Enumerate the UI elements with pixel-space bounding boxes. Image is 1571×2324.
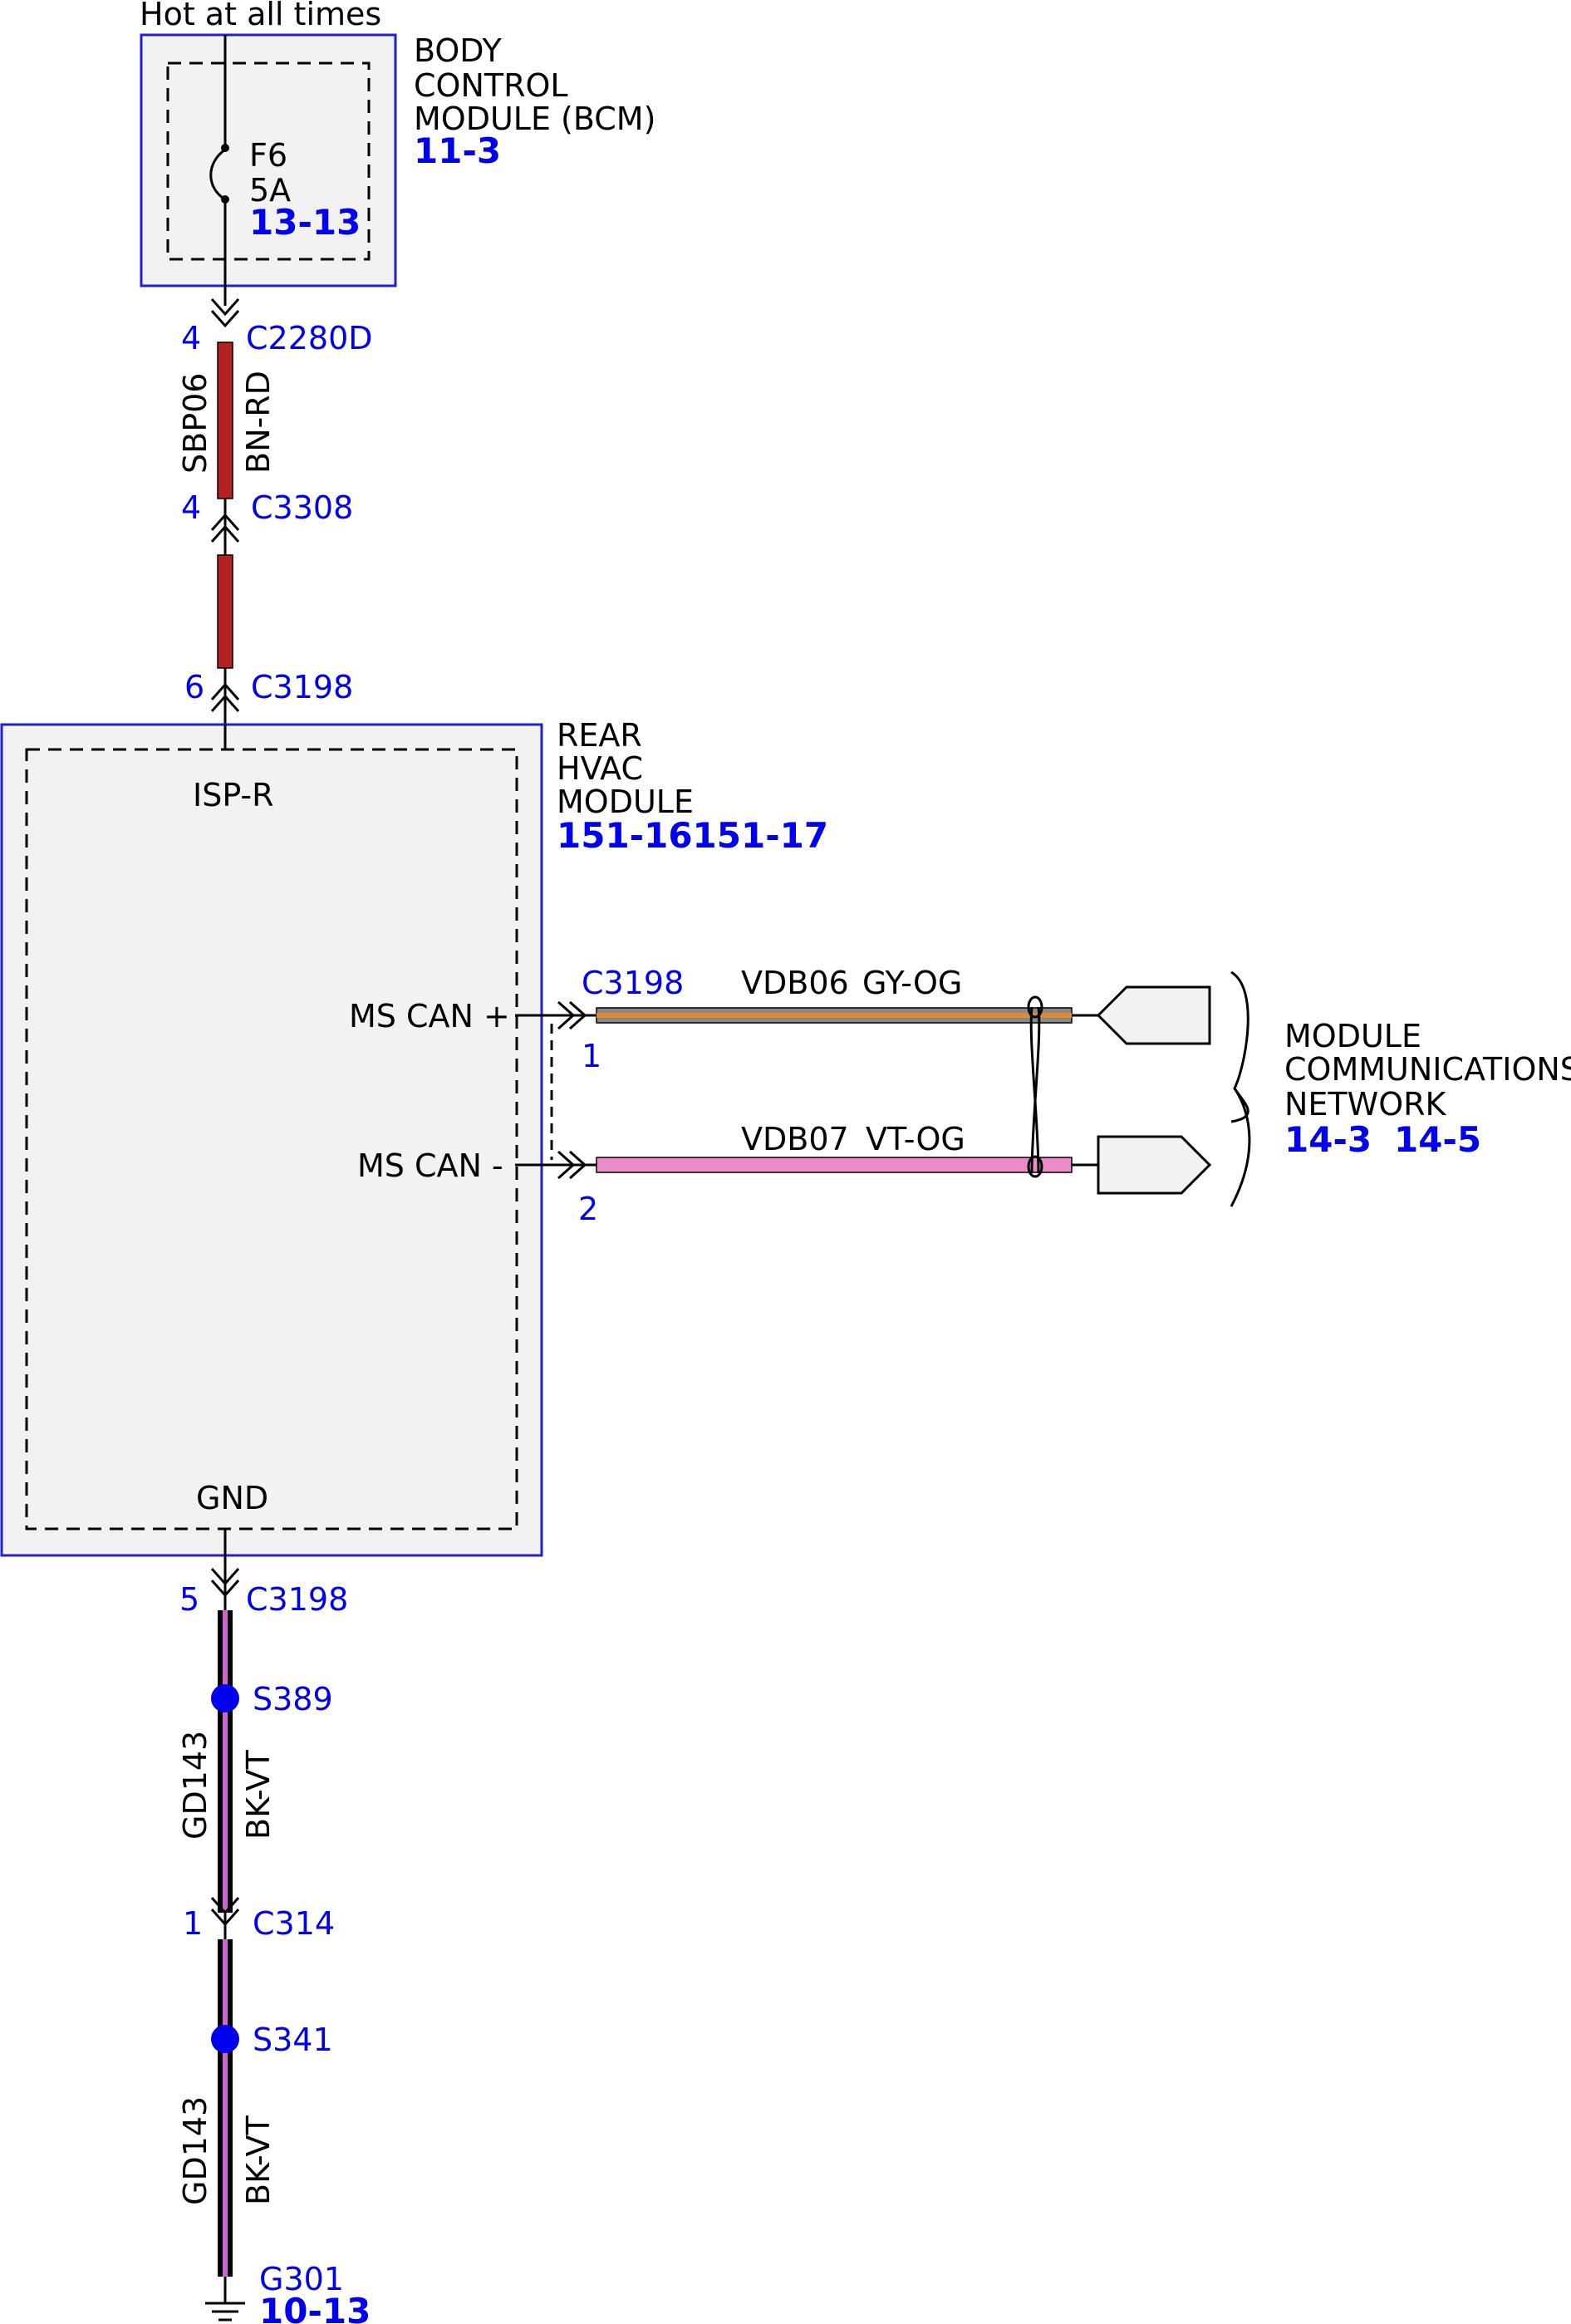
wire-gd143-segment-1-stripe	[223, 1610, 228, 1913]
connector-c3198-can-name[interactable]: C3198	[582, 965, 684, 1001]
splice-s341-label[interactable]: S341	[253, 2022, 333, 2058]
network-page-ref-1[interactable]: 14-3	[1284, 1119, 1372, 1160]
connector-c3198-top-icon-2	[210, 694, 240, 712]
connector-c3308-icon	[210, 513, 240, 531]
connector-c3198-can-plus-pin: 1	[582, 1038, 601, 1074]
wire-gd143-1-color: BK-VT	[240, 1750, 277, 1840]
rear-hvac-module[interactable]	[0, 723, 543, 1557]
connector-c2280d-icon-2	[210, 310, 240, 328]
bcm-title-line-2: CONTROL	[414, 67, 568, 104]
connector-c314-pin: 1	[183, 1905, 203, 1942]
wire-gd143-segment-2-stripe	[223, 1939, 228, 2277]
splice-s341-icon	[211, 2025, 239, 2053]
rear-hvac-title-line-2: HVAC	[557, 750, 643, 787]
fuse-icon	[209, 148, 226, 201]
connector-c3198-top-pin: 6	[184, 669, 204, 705]
connector-c3198-can-minus-pin: 2	[578, 1191, 598, 1227]
fuse-rating: 5A	[249, 172, 291, 209]
connector-c2280d-pin: 4	[181, 320, 201, 356]
connector-c3198-top-name[interactable]: C3198	[251, 669, 353, 705]
bcm-internal-boundary	[166, 61, 371, 261]
ground-g301-label[interactable]: G301	[259, 2261, 344, 2297]
wire-sbp06-color: BN-RD	[240, 371, 277, 474]
splice-s389-label[interactable]: S389	[253, 1681, 333, 1717]
rear-hvac-page-ref[interactable]: 151-16151-17	[557, 815, 828, 856]
connector-c3308-icon-2	[210, 524, 240, 543]
wire-gd143-1-circuit: GD143	[177, 1731, 214, 1840]
pin-isp-r-label: ISP-R	[193, 777, 274, 813]
fuse-name: F6	[249, 137, 287, 174]
network-title-line-1: MODULE	[1284, 1018, 1421, 1054]
connector-c3198-gnd-icon-2	[210, 1580, 240, 1598]
connector-c2280d-icon	[210, 298, 240, 317]
fuse-page-ref[interactable]: 13-13	[249, 202, 361, 243]
can-plus-terminator-icon	[1096, 985, 1211, 1045]
wire-vdb07-circuit: VDB07	[741, 1121, 849, 1157]
connector-c3198-can-minus-icon-2	[569, 1150, 587, 1180]
pin-gnd-label: GND	[196, 1480, 268, 1516]
rear-hvac-box	[0, 723, 543, 1557]
wire-vdb06-stripe	[596, 1013, 1072, 1018]
connector-c314-icon-2	[210, 1909, 240, 1927]
connector-c3198-gnd-icon	[210, 1568, 240, 1586]
connector-c3198-gnd-name[interactable]: C3198	[246, 1581, 348, 1618]
wire-gd143-2-color: BK-VT	[240, 2115, 277, 2205]
wire-vdb06-color: GY-OG	[862, 965, 962, 1001]
wire-vdb07-color: VT-OG	[866, 1121, 965, 1157]
wire-vdb06-circuit: VDB06	[741, 965, 849, 1001]
connector-c314-icon	[210, 1897, 240, 1915]
pin-ms-can-minus-label: MS CAN -	[357, 1147, 503, 1184]
connector-c3198-can-plus-icon-2	[569, 1000, 587, 1030]
ground-page-ref[interactable]: 10-13	[259, 2291, 371, 2324]
wire-gd143-2-circuit: GD143	[177, 2096, 214, 2205]
can-minus-terminator-icon	[1097, 1135, 1212, 1195]
network-title-line-2: COMMUNICATIONS	[1284, 1051, 1571, 1088]
rear-hvac-internal-boundary	[25, 748, 518, 1530]
connector-c314-name[interactable]: C314	[253, 1905, 335, 1942]
connector-c3198-gnd-pin: 5	[179, 1581, 199, 1618]
network-page-ref-2[interactable]: 14-5	[1394, 1119, 1481, 1160]
connector-c3198-can-minus-icon	[557, 1150, 576, 1180]
connector-c2280d-name[interactable]: C2280D	[246, 320, 373, 356]
wire-sbp06-segment-2[interactable]	[217, 554, 233, 669]
bcm-title-line-1: BODY	[414, 32, 502, 69]
wire-vdb07[interactable]	[596, 1157, 1073, 1173]
twisted-pair-icon	[1029, 1006, 1041, 1174]
wire-sbp06-circuit: SBP06	[177, 373, 214, 474]
power-source-label: Hot at all times	[140, 0, 381, 32]
rear-hvac-title-line-1: REAR	[557, 717, 642, 754]
pin-ms-can-plus-label: MS CAN +	[349, 998, 510, 1034]
twisted-pair-top-loop-icon	[1027, 995, 1043, 1019]
splice-s389-icon	[211, 1684, 239, 1712]
connector-c3198-can-plus-icon	[557, 1000, 576, 1030]
connector-c3198-top-icon	[210, 682, 240, 700]
bcm-page-ref[interactable]: 11-3	[414, 130, 501, 171]
twisted-pair-bottom-loop-icon	[1027, 1155, 1043, 1178]
network-brace-icon	[1230, 970, 1251, 1207]
body-control-module[interactable]	[140, 33, 397, 287]
bcm-title-line-3: MODULE (BCM)	[414, 101, 655, 137]
network-title-line-3: NETWORK	[1284, 1086, 1447, 1123]
wire-sbp06-segment-1[interactable]	[217, 341, 233, 499]
connector-c3308-name[interactable]: C3308	[251, 489, 353, 526]
bcm-box	[140, 33, 397, 287]
connector-c3308-pin: 4	[181, 489, 201, 526]
rear-hvac-title-line-3: MODULE	[557, 784, 694, 820]
